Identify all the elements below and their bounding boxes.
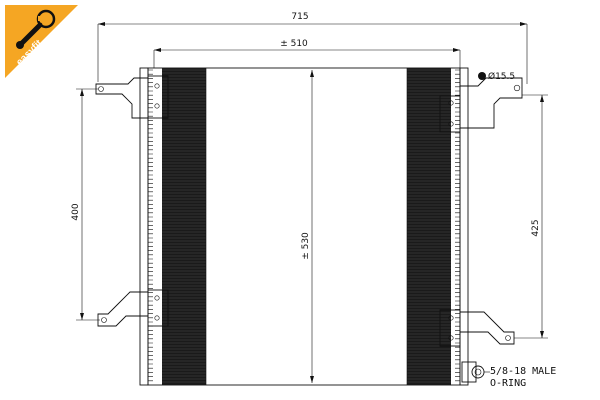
left-mount-spacing-dimension: 400	[71, 88, 100, 321]
right-header-tank	[455, 67, 469, 386]
mount-hole-label: Ø15.5	[488, 71, 515, 82]
left-mount-spacing-label: 400	[71, 203, 81, 220]
right-bottom-bracket	[439, 309, 515, 347]
connector-note-line1: 5/8-18 MALE	[490, 366, 556, 377]
connector-note-line2: O-RING	[490, 378, 526, 389]
mount-hole-marker	[478, 72, 486, 80]
core-width-label: ± 510	[280, 39, 308, 49]
overall-width-label: 715	[291, 12, 308, 22]
easyfit-badge: easyfit	[0, 0, 78, 78]
right-top-bracket: Ø15.5	[439, 71, 523, 133]
left-bottom-bracket	[97, 289, 169, 327]
left-top-bracket	[95, 75, 169, 119]
right-mount-spacing-dimension: 425	[514, 94, 548, 339]
right-mount-spacing-label: 425	[531, 219, 541, 236]
wrench-icon	[16, 9, 56, 49]
core-width-dimension: ± 510	[153, 39, 461, 68]
core-height-label: ± 530	[301, 232, 311, 260]
oring-connector	[461, 361, 490, 383]
core-height-dimension: ± 530	[301, 70, 314, 383]
overall-width-dimension: 715	[97, 12, 528, 84]
condenser-core	[147, 67, 461, 386]
left-fin-band	[162, 68, 206, 385]
left-header-tank	[139, 67, 153, 386]
badge-triangle	[5, 5, 78, 78]
right-fin-band	[407, 68, 451, 385]
